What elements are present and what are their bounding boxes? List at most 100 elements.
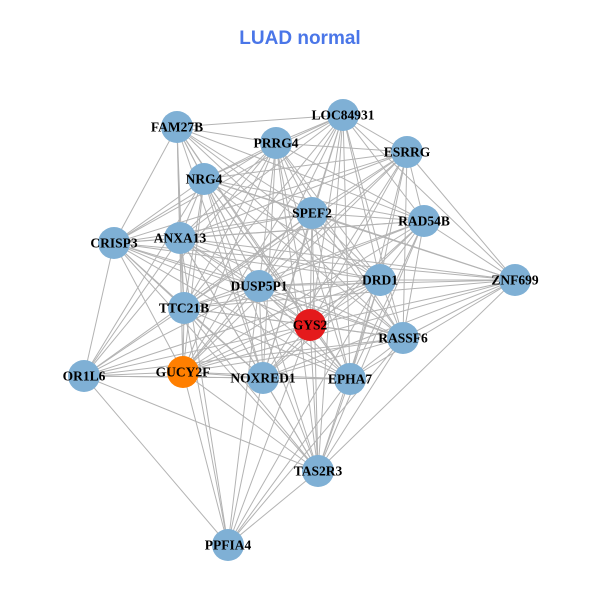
edge-rad54b-dusp5p1: [258, 220, 425, 287]
node-anxa13[interactable]: ANXA13: [154, 222, 207, 254]
node-circle[interactable]: [391, 136, 423, 168]
node-circle[interactable]: [327, 99, 359, 131]
node-circle[interactable]: [98, 227, 130, 259]
edge-loc84931-crisp3: [113, 114, 344, 244]
node-gucy2f[interactable]: GUCY2F: [156, 356, 211, 388]
node-ttc21b[interactable]: TTC21B: [159, 292, 209, 324]
edge-anxa13-or1l6: [83, 237, 181, 377]
node-circle[interactable]: [68, 360, 100, 392]
edge-gucy2f-ppfia4: [182, 371, 229, 546]
node-circle[interactable]: [334, 363, 366, 395]
node-label: EPHA7: [328, 372, 373, 387]
edge-anxa13-ppfia4: [179, 237, 229, 546]
node-circle[interactable]: [167, 356, 199, 388]
node-gys2[interactable]: GYS2: [293, 309, 328, 341]
edge-or1l6-ppfia4: [83, 375, 229, 546]
edge-spef2-crisp3: [113, 212, 313, 244]
edge-fam27b-loc84931: [176, 114, 344, 128]
edge-loc84931-rassf6: [342, 114, 404, 339]
edge-or1l6-tas2r3: [83, 375, 319, 472]
node-circle[interactable]: [247, 362, 279, 394]
node-ppfia4[interactable]: PPFIA4: [205, 529, 252, 561]
node-rad54b[interactable]: RAD54B: [398, 205, 450, 237]
edge-drd1-dusp5p1: [258, 279, 381, 287]
edge-prrg4-dusp5p1: [258, 142, 277, 287]
node-label: PPFIA4: [205, 538, 252, 553]
node-circle[interactable]: [296, 197, 328, 229]
node-circle[interactable]: [302, 455, 334, 487]
edge-znf699-gys2: [309, 279, 516, 326]
edge-dusp5p1-gucy2f: [182, 285, 260, 373]
edge-spef2-rad54b: [311, 212, 425, 222]
edge-gys2-gucy2f: [182, 324, 311, 373]
node-circle[interactable]: [499, 264, 531, 296]
node-circle[interactable]: [188, 163, 220, 195]
node-label: SPEF2: [292, 206, 332, 221]
edge-spef2-noxred1: [262, 212, 313, 379]
node-label: FAM27B: [151, 120, 203, 135]
node-circle[interactable]: [168, 292, 200, 324]
edge-epha7-ppfia4: [227, 378, 351, 546]
edge-rassf6-or1l6: [83, 337, 404, 377]
edge-prrg4-esrrg: [275, 142, 408, 153]
edge-ttc21b-epha7: [183, 307, 351, 380]
node-noxred1[interactable]: NOXRED1: [230, 362, 296, 394]
node-label: GUCY2F: [156, 365, 211, 380]
node-prrg4[interactable]: PRRG4: [254, 127, 299, 159]
edge-esrrg-znf699: [406, 151, 516, 281]
node-circle[interactable]: [161, 111, 193, 143]
edge-rassf6-tas2r3: [317, 337, 404, 472]
node-crisp3[interactable]: CRISP3: [90, 227, 138, 259]
node-label: RASSF6: [378, 331, 428, 346]
edge-fam27b-rassf6: [176, 126, 404, 339]
edge-dusp5p1-ppfia4: [227, 285, 260, 546]
node-epha7[interactable]: EPHA7: [328, 363, 373, 395]
node-dusp5p1[interactable]: DUSP5P1: [231, 270, 288, 302]
node-label: TAS2R3: [294, 464, 343, 479]
edge-tas2r3-ppfia4: [227, 470, 319, 546]
node-circle[interactable]: [387, 322, 419, 354]
edge-crisp3-or1l6: [83, 242, 115, 377]
edge-prrg4-gys2: [275, 142, 311, 326]
node-nrg4[interactable]: NRG4: [186, 163, 223, 195]
node-label: NOXRED1: [230, 371, 296, 386]
edge-fam27b-prrg4: [176, 126, 277, 144]
node-loc84931[interactable]: LOC84931: [311, 99, 375, 131]
node-circle[interactable]: [294, 309, 326, 341]
edge-znf699-ttc21b: [183, 279, 516, 309]
node-esrrg[interactable]: ESRRG: [384, 136, 431, 168]
edge-anxa13-drd1: [179, 237, 381, 281]
node-circle[interactable]: [408, 205, 440, 237]
node-drd1[interactable]: DRD1: [362, 264, 398, 296]
edge-znf699-epha7: [349, 279, 516, 380]
node-or1l6[interactable]: OR1L6: [63, 360, 106, 392]
node-circle[interactable]: [212, 529, 244, 561]
node-circle[interactable]: [164, 222, 196, 254]
edge-esrrg-drd1: [379, 151, 408, 281]
node-circle[interactable]: [364, 264, 396, 296]
edge-nrg4-dusp5p1: [203, 178, 260, 287]
edge-nrg4-gucy2f: [182, 178, 205, 373]
node-label: CRISP3: [90, 236, 138, 251]
edge-crisp3-epha7: [113, 242, 351, 380]
node-label: ZNF699: [491, 273, 539, 288]
edge-gys2-or1l6: [83, 324, 311, 377]
edge-fam27b-rad54b: [176, 126, 425, 222]
node-fam27b[interactable]: FAM27B: [151, 111, 203, 143]
edge-crisp3-dusp5p1: [113, 242, 260, 287]
edge-esrrg-nrg4: [203, 151, 408, 180]
node-spef2[interactable]: SPEF2: [292, 197, 332, 229]
edge-dusp5p1-rassf6: [258, 285, 404, 339]
node-tas2r3[interactable]: TAS2R3: [294, 455, 343, 487]
edge-loc84931-znf699: [342, 114, 516, 281]
edge-epha7-tas2r3: [317, 378, 351, 472]
node-rassf6[interactable]: RASSF6: [378, 322, 428, 354]
node-circle[interactable]: [260, 127, 292, 159]
edge-spef2-anxa13: [179, 212, 313, 239]
node-circle[interactable]: [243, 270, 275, 302]
node-znf699[interactable]: ZNF699: [491, 264, 539, 296]
node-label: RAD54B: [398, 214, 450, 229]
edge-anxa13-znf699: [179, 237, 516, 281]
